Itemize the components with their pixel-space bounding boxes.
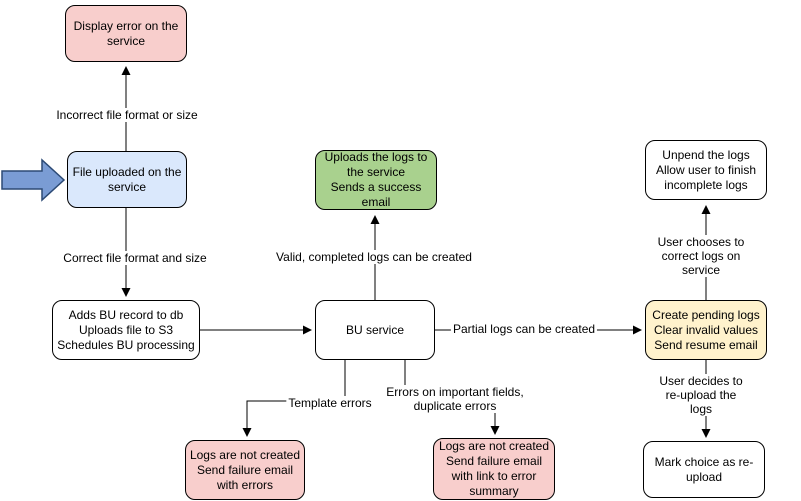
node-uploads-logs-success: Uploads the logs to the service Sends a …: [315, 150, 437, 210]
edge-label-user-corrects: User chooses to correct logs on service: [651, 235, 751, 277]
node-mark-choice-reupload: Mark choice as re- upload: [643, 441, 765, 498]
node-display-error: Display error on the service: [65, 5, 187, 62]
edge-label-correct-format: Correct file format and size: [61, 251, 209, 265]
node-logs-fail-errors: Logs are not created Send failure email …: [185, 440, 305, 500]
edge-label-incorrect-format: Incorrect file format or size: [54, 108, 200, 122]
edge-label-important-errors: Errors on important fields, duplicate er…: [384, 385, 526, 413]
node-file-uploaded: File uploaded on the service: [67, 151, 187, 208]
node-unpend-logs: Unpend the logs Allow user to finish inc…: [645, 140, 767, 200]
edge-label-template-errors: Template errors: [286, 396, 374, 410]
edge-label-partial-logs: Partial logs can be created: [450, 322, 598, 336]
edge-label-user-reuploads: User decides to re-upload the logs: [651, 374, 751, 416]
node-adds-bu-record: Adds BU record to db Uploads file to S3 …: [52, 300, 200, 360]
node-logs-fail-summary: Logs are not created Send failure email …: [433, 438, 555, 500]
edge-label-valid-logs: Valid, completed logs can be created: [274, 250, 474, 264]
node-create-pending-logs: Create pending logs Clear invalid values…: [645, 300, 767, 360]
entry-arrow-icon: [1, 158, 66, 202]
node-bu-service: BU service: [315, 300, 435, 360]
